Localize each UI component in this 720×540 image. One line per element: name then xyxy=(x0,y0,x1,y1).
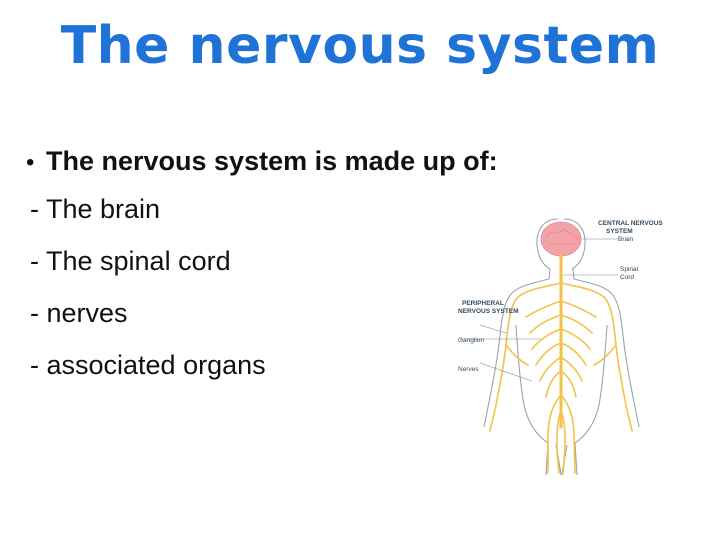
brain-icon xyxy=(540,221,582,257)
peripheral-label-line-2: NERVOUS SYSTEM xyxy=(458,308,519,315)
bullet-text: The nervous system is made up of: xyxy=(46,146,498,176)
list-item: - associated organs xyxy=(30,350,266,380)
spinal-label-line-1: Spinal xyxy=(620,266,639,273)
bullet-line: • The nervous system is made up of: xyxy=(26,146,586,177)
nervous-system-diagram: CENTRAL NERVOUS SYSTEM Brain Spinal Cord… xyxy=(440,205,680,475)
list-item: - nerves xyxy=(30,298,128,328)
bullet-dot-icon: • xyxy=(26,149,35,176)
brain-label: Brain xyxy=(618,236,634,243)
list-item: - The brain xyxy=(30,194,161,224)
spinal-label-line-2: Cord xyxy=(620,274,634,281)
central-label-line-1: CENTRAL NERVOUS xyxy=(598,220,663,227)
peripheral-label-line-1: PERIPHERAL xyxy=(462,300,504,307)
slide-title: The nervous system xyxy=(60,16,660,76)
nerve-network xyxy=(489,253,633,474)
nerves-label: Nerves xyxy=(458,366,479,373)
central-label-line-2: SYSTEM xyxy=(606,228,633,235)
nervous-system-illustration: CENTRAL NERVOUS SYSTEM Brain Spinal Cord… xyxy=(458,218,663,475)
component-list: - The brain - The spinal cord - nerves -… xyxy=(26,183,586,391)
slide-body: • The nervous system is made up of: - Th… xyxy=(26,146,586,391)
ganglion-label: Ganglion xyxy=(458,337,484,344)
list-item: - The spinal cord xyxy=(30,246,231,276)
